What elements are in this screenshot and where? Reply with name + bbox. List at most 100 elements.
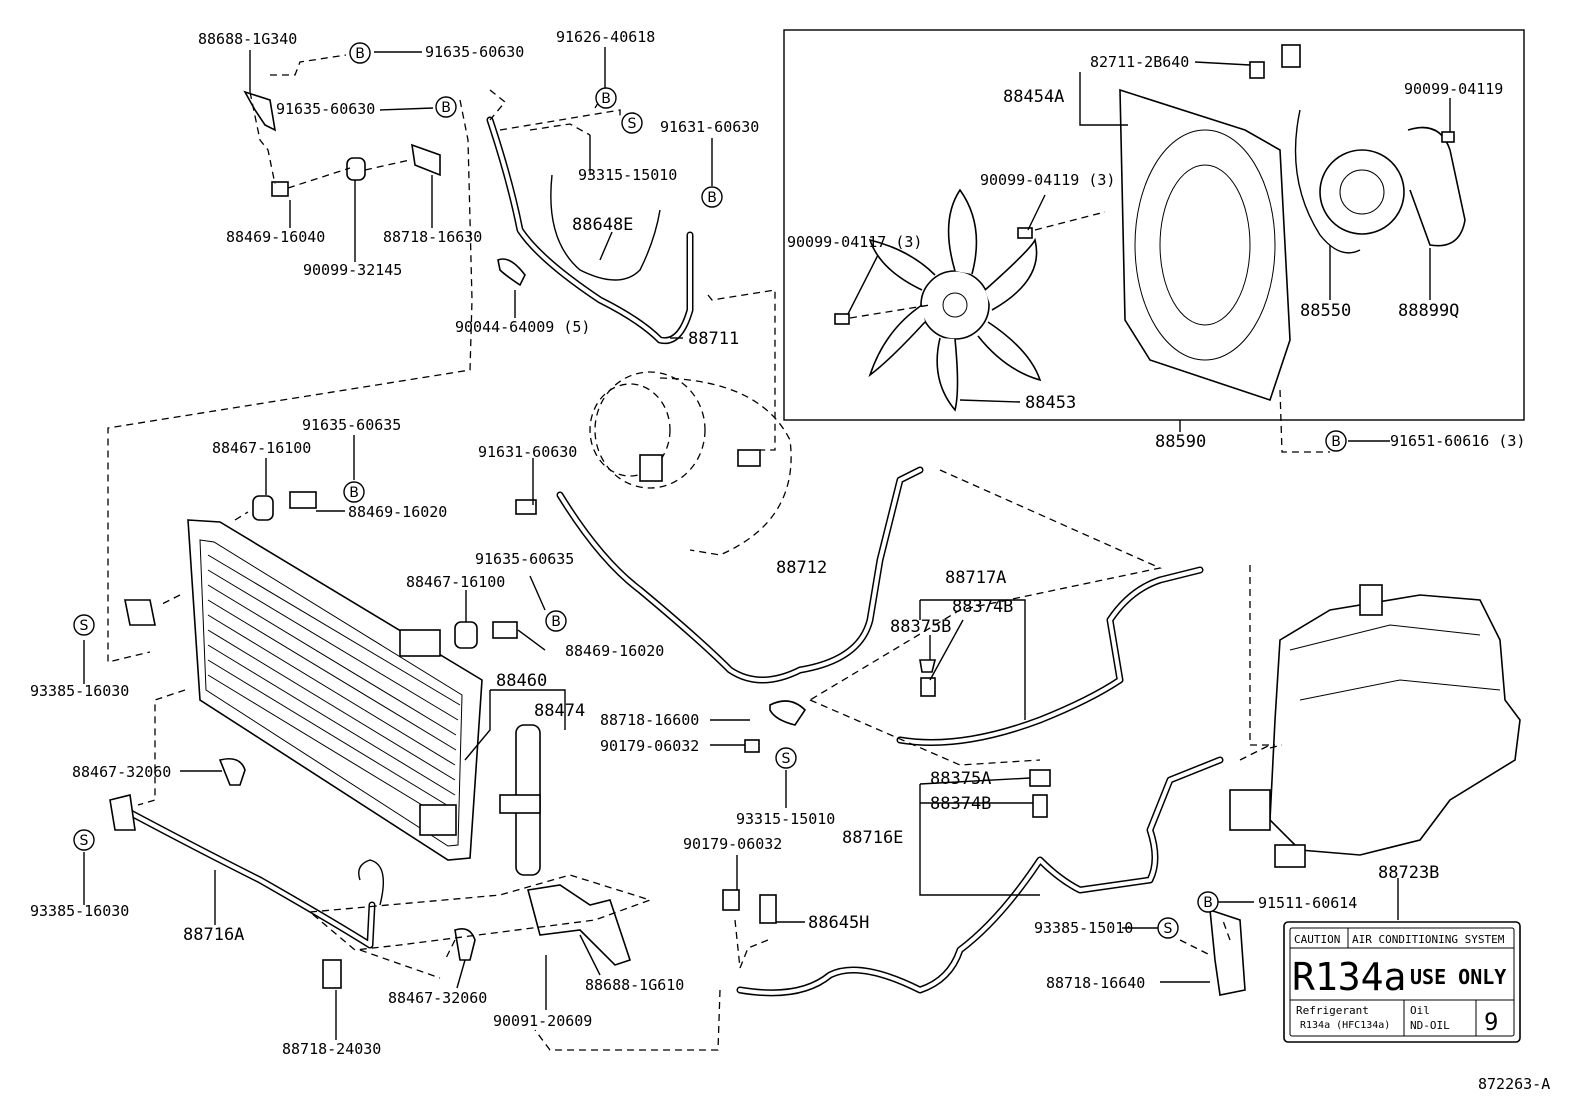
b-marker: B	[435, 96, 457, 118]
label-88590: 88590	[1155, 432, 1206, 452]
svg-text:S: S	[80, 618, 89, 634]
label-88723B: 88723B	[1378, 863, 1439, 883]
dashed-lines	[107, 54, 1330, 1051]
condenser-88460	[187, 519, 483, 861]
label-82711-2B640: 82711-2B640	[1090, 53, 1189, 71]
label-91511-60614: 91511-60614	[1258, 894, 1357, 912]
refrigerant-detail: R134a (HFC134a)	[1300, 1020, 1390, 1031]
label-90044-64009: 90044-64009 (5)	[455, 318, 590, 336]
svg-text:B: B	[355, 46, 365, 62]
bolt-b-markers: B B B B B B B B	[343, 42, 1347, 913]
svg-text:B: B	[1203, 895, 1213, 911]
leader-lines	[83, 47, 1451, 1040]
label-91635-60630-a: 91635-60630	[425, 43, 524, 61]
label-88374B-a: 88374B	[952, 597, 1013, 617]
label-88711: 88711	[688, 329, 739, 349]
label-88374B-b: 88374B	[930, 794, 991, 814]
label-88718-16630: 88718-16630	[383, 228, 482, 246]
figure-code: 872263-A	[1478, 1075, 1550, 1093]
oil-value: ND-OIL	[1410, 1019, 1450, 1032]
b-marker: B	[1197, 891, 1219, 913]
label-88718-16640: 88718-16640	[1046, 974, 1145, 992]
use-only-text: USE ONLY	[1410, 965, 1506, 989]
system-text: AIR CONDITIONING SYSTEM	[1352, 933, 1505, 946]
svg-text:B: B	[601, 91, 611, 107]
label-90099-32145: 90099-32145	[303, 261, 402, 279]
label-88550: 88550	[1300, 301, 1351, 321]
receiver-88474	[499, 724, 632, 966]
s-marker: S	[73, 614, 95, 636]
label-93315-15010-b: 93315-15010	[736, 810, 835, 828]
svg-text:S: S	[628, 116, 637, 132]
svg-text:S: S	[80, 833, 89, 849]
svg-text:B: B	[707, 190, 717, 206]
s-marker: S	[775, 747, 797, 769]
pipe-88648E	[550, 174, 661, 281]
fan-assembly-frame	[783, 29, 1525, 421]
label-88467-32060-b: 88467-32060	[388, 989, 487, 1007]
screw-s-markers: S S S S S	[73, 112, 1179, 939]
label-88453: 88453	[1025, 393, 1076, 413]
part-labels: 88688-1G340 91635-60630 91626-40618 9163…	[30, 28, 1550, 1093]
b-marker: B	[1325, 430, 1347, 452]
compressor	[589, 371, 792, 556]
r134a-big: R134a	[1292, 955, 1406, 999]
label-88474: 88474	[534, 701, 585, 721]
label-93385-16030-a: 93385-16030	[30, 682, 129, 700]
label-88469-16040: 88469-16040	[226, 228, 325, 246]
pipe-88716E	[736, 756, 1224, 997]
label-91651-60616: 91651-60616 (3)	[1390, 432, 1525, 450]
label-88469-16020-b: 88469-16020	[565, 642, 664, 660]
label-88712: 88712	[776, 558, 827, 578]
oil-label: Oil	[1410, 1004, 1430, 1017]
label-90179-06032-b: 90179-06032	[683, 835, 782, 853]
label-90179-06032-a: 90179-06032	[600, 737, 699, 755]
label-88899Q: 88899Q	[1398, 301, 1459, 321]
label-93385-15010: 93385-15010	[1034, 919, 1133, 937]
small-parts	[109, 61, 1455, 996]
b-marker: B	[349, 42, 371, 64]
label-91631-60630-a: 91631-60630	[660, 118, 759, 136]
svg-text:S: S	[782, 751, 791, 767]
s-marker: S	[73, 829, 95, 851]
b-marker: B	[545, 610, 567, 632]
svg-text:B: B	[349, 485, 359, 501]
label-90091-20609: 90091-20609	[493, 1012, 592, 1030]
label-88375B: 88375B	[890, 617, 951, 637]
label-88375A: 88375A	[930, 769, 991, 789]
fan-shroud-88590	[1119, 88, 1291, 402]
label-88718-24030: 88718-24030	[282, 1040, 381, 1058]
pipe-88711	[486, 116, 694, 345]
s-marker: S	[621, 112, 643, 134]
label-88467-16100-a: 88467-16100	[212, 439, 311, 457]
svg-text:S: S	[1164, 921, 1173, 937]
caution-plate: CAUTION AIR CONDITIONING SYSTEM R134a US…	[1283, 921, 1521, 1043]
label-90099-04117: 90099-04117 (3)	[787, 233, 922, 251]
label-88716E: 88716E	[842, 828, 903, 848]
fan-motor-88550	[1281, 44, 1466, 254]
label-88467-32060-a: 88467-32060	[72, 763, 171, 781]
label-88467-16100-b: 88467-16100	[406, 573, 505, 591]
svg-text:B: B	[1331, 434, 1341, 450]
label-91635-60635-b: 91635-60635	[475, 550, 574, 568]
label-88716A: 88716A	[183, 925, 244, 945]
label-88645H: 88645H	[808, 913, 869, 933]
label-88648E: 88648E	[572, 215, 633, 235]
evaporator-case-88723B	[1229, 584, 1521, 868]
label-91626-40618: 91626-40618	[556, 28, 655, 46]
label-88718-16600: 88718-16600	[600, 711, 699, 729]
label-90099-04119-a: 90099-04119	[1404, 80, 1503, 98]
pipe-88716A	[121, 806, 384, 949]
oil-number: 9	[1484, 1008, 1498, 1036]
label-88460: 88460	[496, 671, 547, 691]
label-88469-16020-a: 88469-16020	[348, 503, 447, 521]
label-93315-15010-a: 93315-15010	[578, 166, 677, 184]
label-88717A: 88717A	[945, 568, 1006, 588]
refrigerant-label: Refrigerant	[1296, 1004, 1369, 1017]
label-91631-60630-b: 91631-60630	[478, 443, 577, 461]
pipe-88717A	[896, 566, 1204, 746]
label-91635-60635-a: 91635-60635	[302, 416, 401, 434]
label-88688-1G340: 88688-1G340	[198, 30, 297, 48]
svg-text:B: B	[551, 614, 561, 630]
